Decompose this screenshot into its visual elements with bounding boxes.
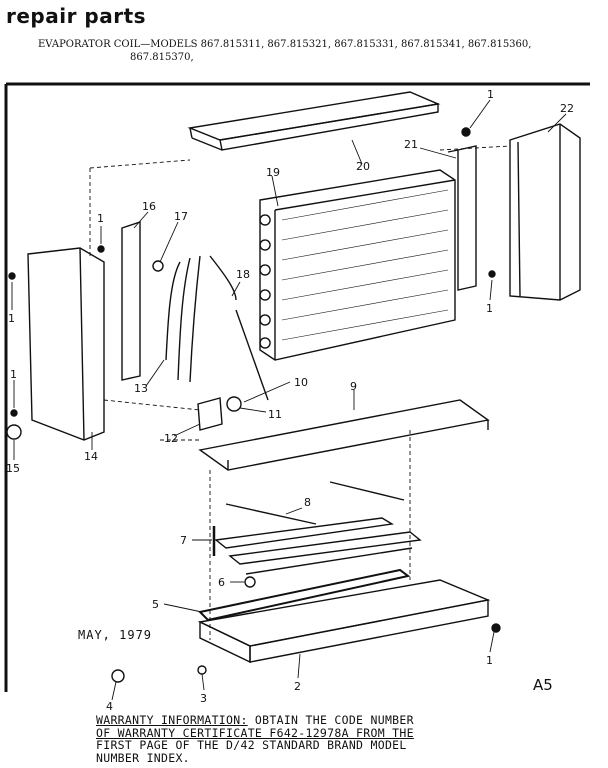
part-tubing-assembly [152,255,269,401]
callout-1-upper-left: 1 [97,212,104,225]
part-drain-plate [198,399,490,471]
part-screws [6,127,501,683]
callout-8: 8 [304,496,311,509]
callout-9: 9 [350,380,357,393]
callout-1-right: 1 [486,302,493,315]
callout-15: 15 [6,462,20,475]
part-left-side-panel [27,247,105,441]
page-title: repair parts [6,4,147,28]
callout-3: 3 [200,692,207,705]
warranty-line-1: WARRANTY INFORMATION: OBTAIN THE CODE NU… [96,714,516,727]
callout-1-left: 1 [8,312,15,325]
callout-4: 4 [106,700,113,713]
diagram-subtitle: EVAPORATOR COIL—MODELS 867.815311, 867.8… [38,38,578,64]
callout-17: 17 [174,210,188,223]
warranty-line-4: NUMBER INDEX. [96,750,190,765]
warranty-info: WARRANTY INFORMATION: OBTAIN THE CODE NU… [96,714,516,764]
part-mounting-clamp [197,396,242,431]
subtitle-line-2: 867.815370, [130,52,194,63]
subtitle-line-1: EVAPORATOR COIL—MODELS 867.815311, 867.8… [38,39,532,50]
callout-2: 2 [294,680,301,693]
callout-21: 21 [404,138,418,151]
part-evaporator-coil [259,169,456,361]
part-base-pan [197,579,491,664]
part-top-cover [187,91,441,151]
warranty-line-1-text: OBTAIN THE CODE NUMBER [247,713,414,727]
part-support-rods [225,481,405,525]
warranty-line-3: FIRST PAGE OF THE D/42 STANDARD BRAND MO… [96,738,407,752]
callout-11: 11 [268,408,282,421]
part-right-side-panel [509,123,581,301]
callout-20: 20 [356,160,370,173]
callout-12: 12 [164,432,178,445]
part-heater-element [212,517,422,575]
leader-lines [11,99,567,701]
callout-10: 10 [294,376,308,389]
callout-1-bottom-right: 1 [486,654,493,667]
callout-16: 16 [142,200,156,213]
callout-13: 13 [134,382,148,395]
callout-7: 7 [180,534,187,547]
part-left-bracket [121,221,141,381]
part-right-bracket [447,145,477,291]
publication-date: MAY, 1979 [78,628,153,642]
callout-14: 14 [84,450,98,463]
callout-19: 19 [266,166,280,179]
page-code: A5 [533,676,553,694]
callout-18: 18 [236,268,250,281]
warranty-heading: WARRANTY INFORMATION: [96,713,248,727]
callout-5: 5 [152,598,159,611]
callout-1-top-right: 1 [487,88,494,101]
callout-6: 6 [218,576,225,589]
part-seal-strip [197,568,411,622]
callout-22: 22 [560,102,574,115]
callout-1-lower-left: 1 [10,368,17,381]
warranty-line-2: OF WARRANTY CERTIFICATE F642-12978A FROM… [96,725,414,740]
alignment-dashes [89,145,511,640]
